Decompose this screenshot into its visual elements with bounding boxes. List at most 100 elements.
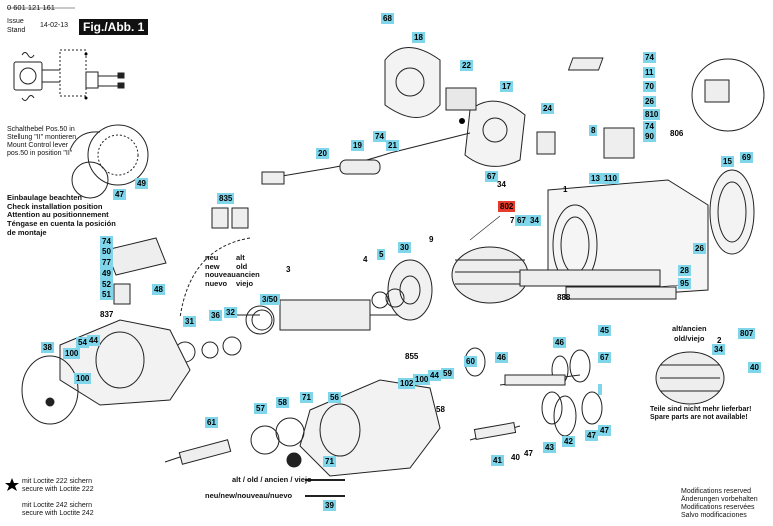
note-line: Téngase en cuenta la posición — [7, 218, 116, 228]
part-callout: 47 — [585, 430, 598, 441]
note-line: Einbaulage beachten — [7, 193, 83, 202]
part-callout: 36 — [209, 310, 222, 321]
part-callout: 69 — [740, 152, 753, 163]
part-callout: 47 — [113, 189, 126, 200]
part-callout: 34 — [712, 344, 725, 355]
install-position-note: Einbaulage beachten Check installation p… — [7, 193, 116, 237]
note-line: nuevo — [205, 278, 228, 288]
part-callout: 45 — [598, 325, 611, 336]
note-line: Check installation position — [7, 201, 103, 211]
loctite-242-note: mit Loctite 242 sichern secure with Loct… — [22, 502, 94, 518]
part-callout: 42 — [562, 436, 575, 447]
part-callout: 44 — [87, 335, 100, 346]
part-callout: 21 — [386, 140, 399, 151]
note-line: Spare parts are not available! — [650, 414, 748, 422]
part-callout: 110 — [602, 173, 619, 184]
part-callout: 47 — [598, 425, 611, 436]
part-callout: 57 — [254, 403, 267, 414]
note-line: viejo — [236, 278, 254, 288]
stand-label: Stand — [7, 27, 26, 34]
figure-label: Fig./Abb. 1 — [79, 19, 149, 35]
part-callout: 3 — [286, 265, 291, 274]
note-line: mit Loctite 242 sichern — [22, 502, 93, 509]
issue-date: 14-02-13 — [40, 22, 69, 29]
part-callout: 74 — [373, 131, 386, 142]
note-line: Teile sind nicht mehr lieferbar! — [650, 406, 752, 413]
note-line: pos.50 in position "II" — [7, 150, 73, 158]
switch-lever-note: Schalthebel Pos.50 in Stellung "II" mont… — [7, 126, 76, 158]
part-callout: 40 — [748, 362, 761, 373]
part-callout: 46 — [553, 337, 566, 348]
part-callout: 31 — [183, 316, 196, 327]
part-callout: 3/50 — [260, 294, 280, 305]
note-line: old — [236, 261, 248, 271]
note-line: mit Loctite 222 sichern — [22, 478, 93, 485]
loctite-222-note: mit Loctite 222 sichern secure with Loct… — [22, 478, 94, 494]
part-callout: 837 — [100, 310, 114, 319]
part-callout: 807 — [738, 328, 756, 339]
part-callout: 51 — [100, 289, 113, 300]
part-number: 0 601 121 161 — [7, 3, 55, 12]
part-callout: 67 — [598, 352, 611, 363]
part-callout: 49 — [135, 178, 148, 189]
part-callout — [598, 384, 602, 395]
part-callout: 77 — [100, 257, 113, 268]
old-label-left: alt old ancien viejo — [236, 253, 260, 289]
part-callout: 34 — [528, 215, 541, 226]
part-callout: 5 — [377, 249, 386, 260]
part-callout: 28 — [678, 265, 691, 276]
note-line: Mount Control lever — [7, 142, 69, 150]
old-label-right-1: alt/ancien — [672, 324, 707, 333]
part-callout: 810 — [643, 109, 661, 120]
part-callout: 46 — [495, 352, 508, 363]
part-callout: 54 — [76, 337, 89, 348]
part-callout: 34 — [497, 180, 506, 189]
modifications-note: Modifications reserved Änderungen vorbeh… — [681, 488, 758, 520]
part-callout: 806 — [670, 129, 684, 138]
part-callout: 2 — [717, 336, 722, 345]
part-callout: 56 — [328, 392, 341, 403]
part-callout: 13 — [589, 173, 602, 184]
part-callout: 48 — [152, 284, 165, 295]
part-callout: 68 — [381, 13, 394, 24]
part-callout: 74 — [643, 121, 656, 132]
part-callout: 4 — [363, 255, 368, 264]
note-line: Stellung "II" montieren — [7, 134, 77, 142]
part-callout: 20 — [316, 148, 329, 159]
new-label-left: neu new nouveau nuevo — [205, 253, 236, 289]
part-callout: 71 — [323, 456, 336, 467]
part-callout: 15 — [721, 156, 734, 167]
part-callout: 18 — [412, 32, 425, 43]
note-line: nouveau — [205, 270, 236, 280]
part-callout: 32 — [224, 307, 237, 318]
part-callout: 43 — [543, 442, 556, 453]
part-callout: 17 — [500, 81, 513, 92]
issue-label: Issue — [7, 18, 24, 25]
part-callout: 22 — [460, 60, 473, 71]
part-callout: 835 — [217, 193, 235, 204]
part-callout: 100 — [63, 348, 81, 359]
part-callout: 47 — [524, 449, 533, 458]
part-callout: 60 — [464, 356, 477, 367]
part-callout: 26 — [643, 96, 656, 107]
note-line: ancien — [236, 270, 260, 280]
new-label-bottom: neu/new/nouveau/nuevo — [205, 491, 293, 500]
old-label-right-2: old/viejo — [674, 334, 705, 343]
part-callout: 74 — [643, 52, 656, 63]
part-callout: 8 — [589, 125, 598, 136]
note-line: Attention au positionnement — [7, 210, 109, 220]
part-callout: 71 — [300, 392, 313, 403]
part-callout: 90 — [643, 131, 656, 142]
part-callout: 100 — [74, 373, 92, 384]
part-callout: 7 — [510, 216, 515, 225]
part-callout: 70 — [643, 81, 656, 92]
note-line: Änderungen vorbehalten — [681, 496, 758, 504]
part-callout: 802 — [498, 201, 516, 212]
note-line: Salvo modificaciones — [681, 512, 747, 520]
note-line: neu — [205, 253, 219, 262]
part-callout: 40 — [511, 453, 520, 462]
note-line: Schalthebel Pos.50 in — [7, 126, 75, 133]
part-callout: 38 — [41, 342, 54, 353]
part-callout: 59 — [441, 368, 454, 379]
